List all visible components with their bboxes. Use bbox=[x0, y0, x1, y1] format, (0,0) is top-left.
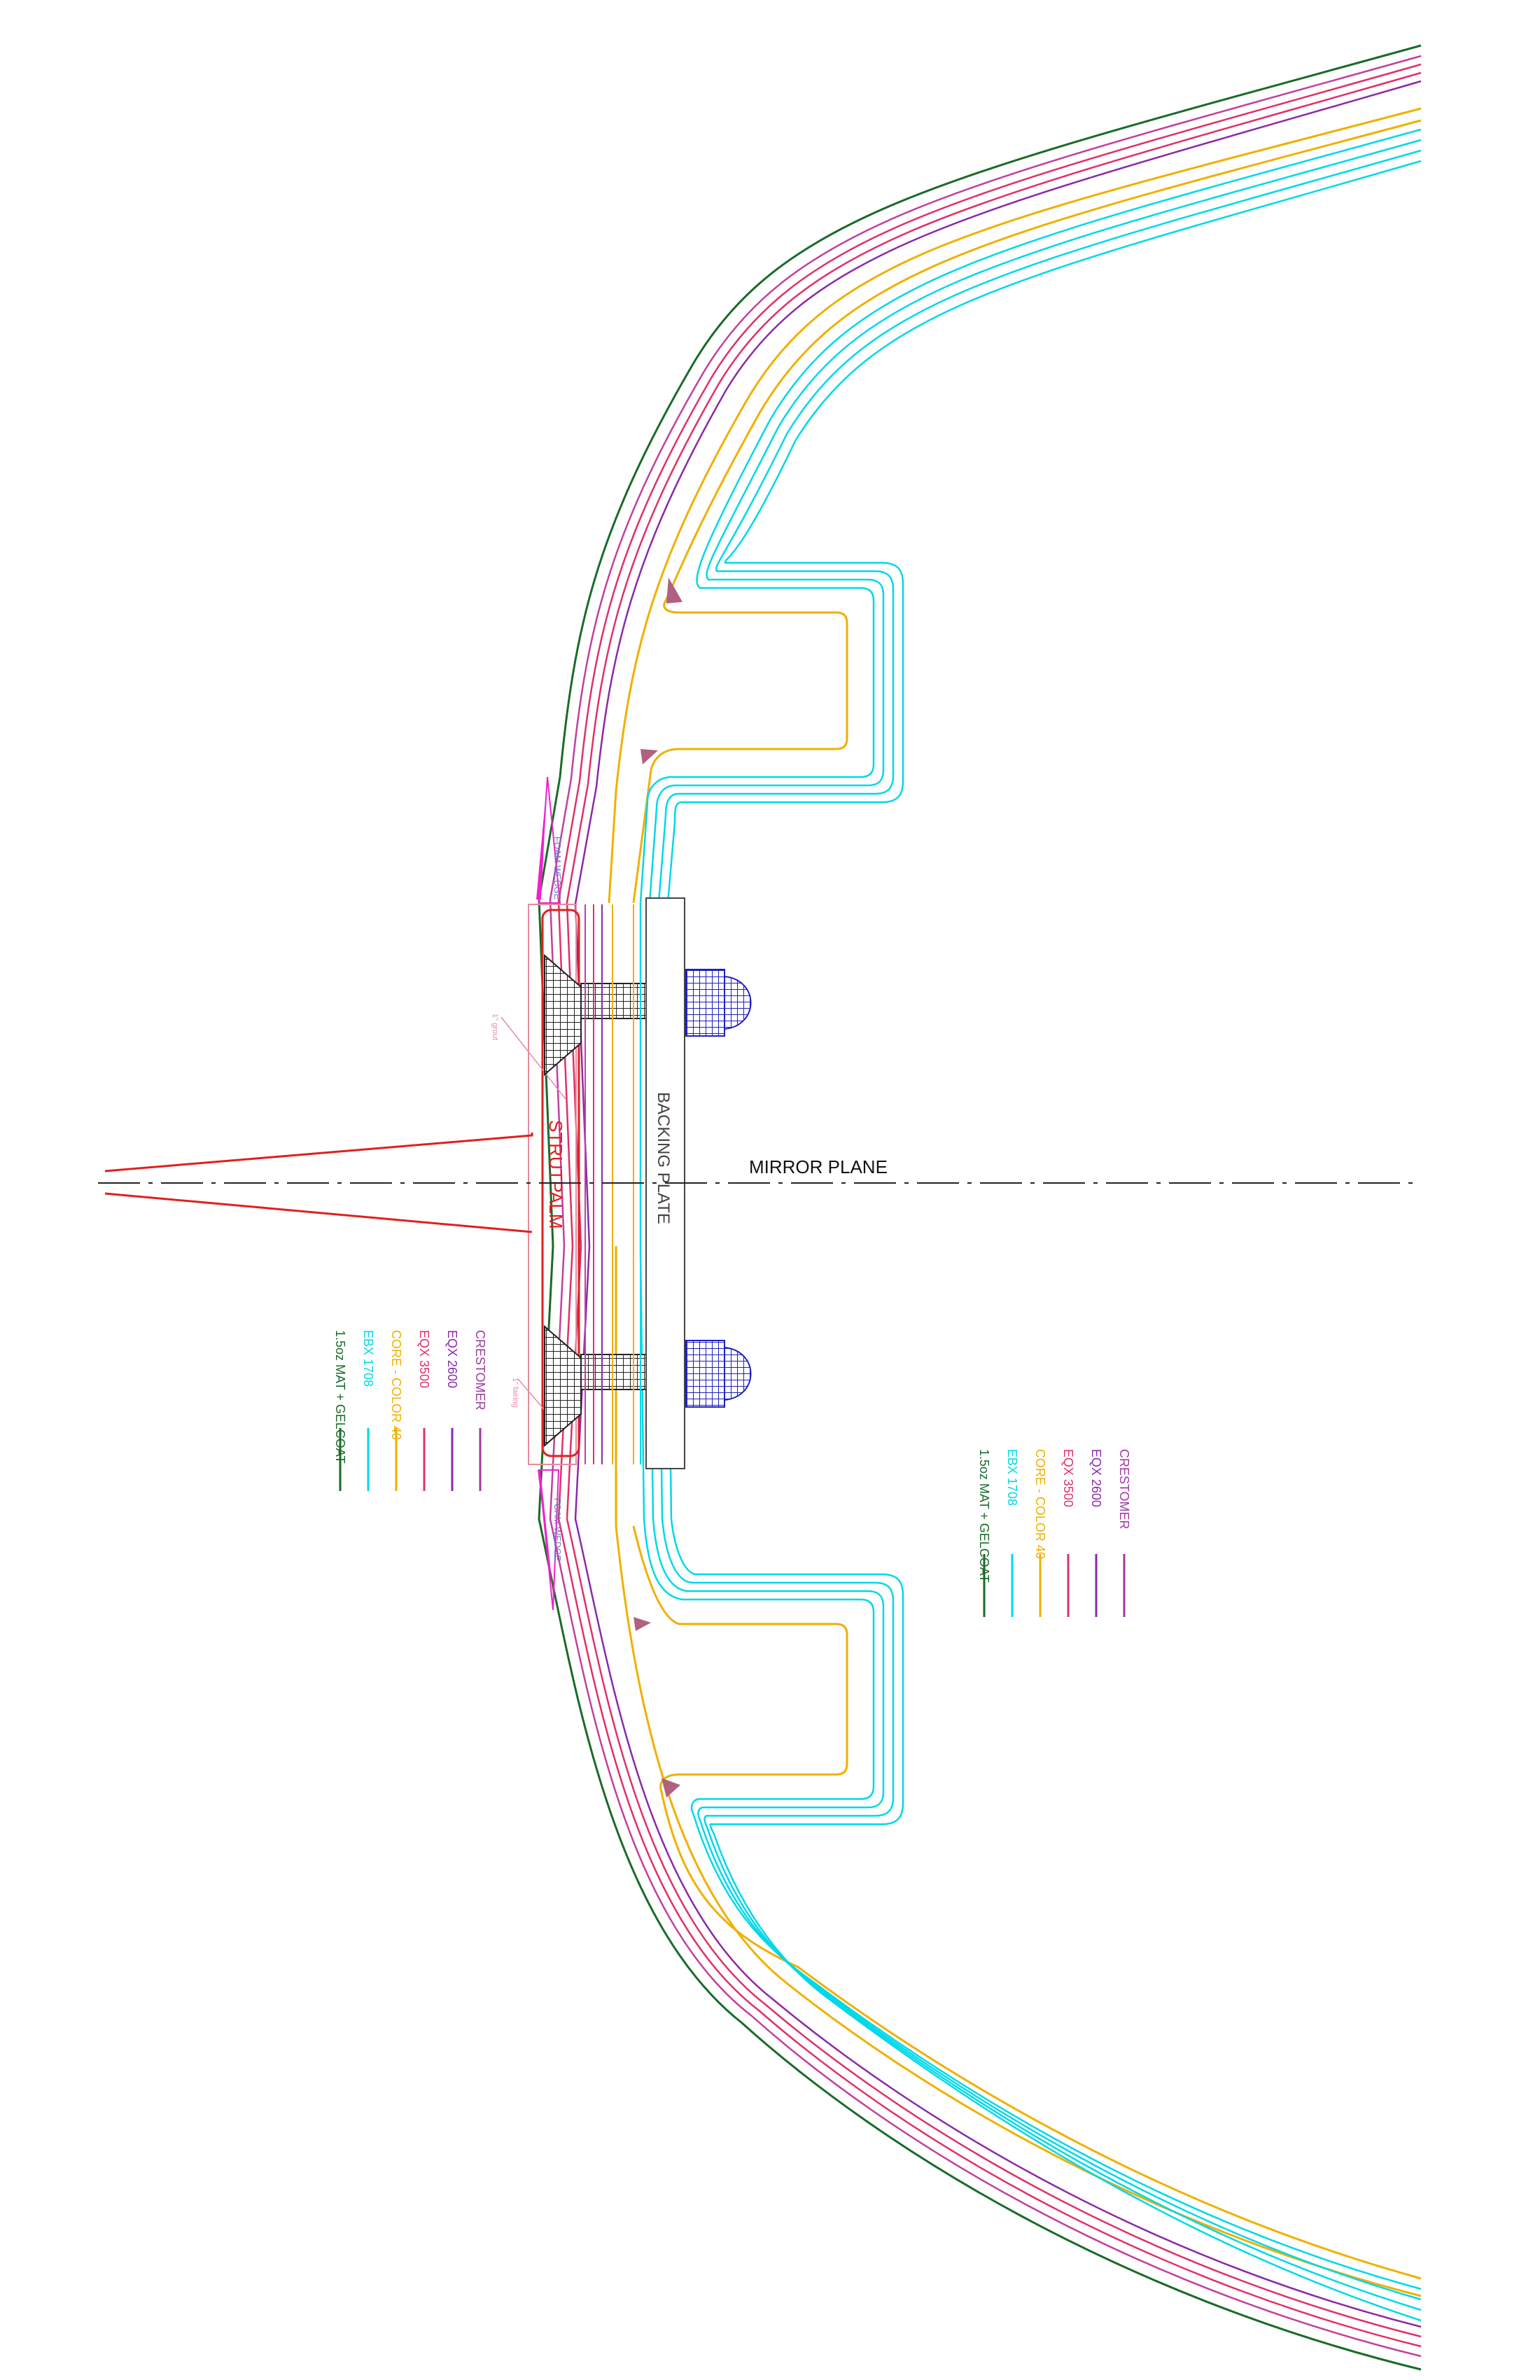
strut-palm: 1" grout 1" fairing STRUTPALM bbox=[491, 904, 580, 1465]
annot-upper-text: 1" grout bbox=[491, 1014, 499, 1040]
legend-label: EQX 2600 bbox=[445, 1330, 459, 1388]
fillets bbox=[634, 578, 682, 1798]
ebx-line-3 bbox=[657, 149, 1422, 2311]
mirror-plane: MIRROR PLANE bbox=[98, 1156, 1421, 1184]
core-and-inner-laminate bbox=[608, 107, 1422, 2322]
strut-lower-edge bbox=[104, 1192, 533, 1233]
mirror-plane-label: MIRROR PLANE bbox=[749, 1156, 888, 1177]
legend-label: EQX 3500 bbox=[1061, 1449, 1075, 1507]
fillet-2 bbox=[640, 749, 658, 764]
fillet-3 bbox=[634, 1617, 651, 1631]
legend-right: CRESTOMER EQX 2600 EQX 3500 CORE - COLOR 40… bbox=[977, 1449, 1131, 1617]
ebx-line-1 bbox=[639, 128, 1422, 2290]
foam-wedge-upper-label: FOAM WEDGE bbox=[552, 836, 563, 900]
legend-label: EQX 3500 bbox=[417, 1330, 431, 1388]
core-lower-line bbox=[615, 1246, 1422, 2297]
legend-label: EBX 1708 bbox=[361, 1330, 375, 1387]
bolt-head-lower bbox=[544, 1324, 582, 1448]
wedge-lower-fill bbox=[538, 1470, 554, 1606]
dome-nut-upper bbox=[724, 975, 752, 1030]
ebx-line-4 bbox=[666, 160, 1422, 2322]
foam-wedge-lower-label: FOAM WEDGE bbox=[552, 1498, 563, 1562]
wedge-upper-fill bbox=[536, 777, 547, 899]
eqx2600-outer bbox=[574, 80, 1422, 2328]
legend-label: CRESTOMER bbox=[1117, 1449, 1131, 1530]
legend-label: CRESTOMER bbox=[473, 1330, 487, 1410]
bolt-head-upper bbox=[544, 953, 582, 1077]
laminate-through-palm bbox=[584, 904, 641, 1464]
backing-plate-label: BACKING PLATE bbox=[654, 1092, 673, 1224]
strut bbox=[104, 1133, 533, 1233]
core-inner-line bbox=[632, 119, 1422, 904]
fillet-4 bbox=[662, 1778, 680, 1798]
wedge-lower bbox=[538, 1469, 560, 1611]
nut-lower bbox=[685, 1340, 725, 1408]
legend-label: CORE - COLOR 40 bbox=[389, 1330, 403, 1440]
strut-palm-outer bbox=[528, 904, 577, 1465]
nut-upper bbox=[685, 969, 725, 1037]
legend-label: 1.5oz MAT + GELCOAT bbox=[977, 1449, 991, 1583]
legend-label: EBX 1708 bbox=[1005, 1449, 1019, 1506]
strut-palm-label: STRUTPALM bbox=[545, 1120, 566, 1229]
strut-upper-edge bbox=[104, 1133, 533, 1172]
foam-wedges: FOAM WEDGE FOAM WEDGE bbox=[536, 776, 563, 1611]
annot-leader-upper bbox=[500, 1016, 566, 1100]
crestomer-outer bbox=[549, 55, 1422, 2358]
legend-left: CRESTOMER EQX 2600 EQX 3500 CORE - COLOR 40… bbox=[333, 1330, 487, 1491]
legend-label: 1.5oz MAT + GELCOAT bbox=[333, 1330, 347, 1464]
eqx3500-outer-2 bbox=[566, 71, 1422, 2338]
ebx-line-2 bbox=[648, 139, 1422, 2301]
legend-label: EQX 2600 bbox=[1089, 1449, 1103, 1507]
legend-label: CORE - COLOR 40 bbox=[1033, 1449, 1047, 1559]
dome-nut-lower bbox=[724, 1346, 752, 1401]
fillet-1 bbox=[666, 578, 682, 603]
eqx3500-outer-1 bbox=[557, 63, 1422, 2348]
annot-lower-text: 1" fairing bbox=[511, 1378, 519, 1408]
core-lower-inner bbox=[632, 1525, 1422, 2280]
core-outer-line bbox=[608, 107, 1422, 904]
